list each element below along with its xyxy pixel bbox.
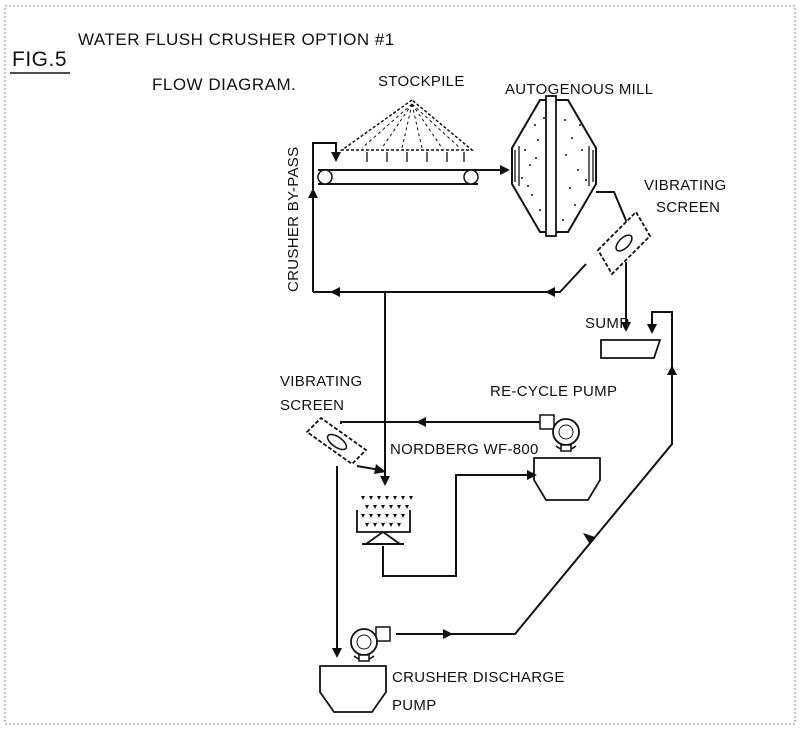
vibrating-screen-left-label-2: SCREEN — [280, 397, 344, 414]
recycle-pump-inlet — [539, 414, 555, 430]
recycle-line — [340, 417, 540, 474]
crusher-discharge-pump-label-1: CRUSHER DISCHARGE — [392, 669, 565, 686]
discharge-pump-casing — [350, 628, 378, 656]
figure-title: WATER FLUSH CRUSHER OPTION #1 — [78, 30, 395, 49]
autogenous-mill: AUTOGENOUS MILL — [505, 81, 653, 237]
figure-subtitle: FLOW DIAGRAM. — [152, 75, 296, 94]
nordberg-crusher: NORDBERG WF-800 — [356, 441, 539, 545]
recycle-pump-label: RE-CYCLE PUMP — [490, 383, 617, 400]
crusher-product-line — [382, 470, 537, 577]
stockpile-label: STOCKPILE — [378, 73, 465, 90]
recycle-tank-body — [533, 457, 601, 501]
vibrating-screen-top-label-1: VIBRATING — [644, 177, 726, 194]
recycle-pump: RE-CYCLE PUMP — [490, 383, 617, 452]
crusher-discharge-pump: CRUSHER DISCHARGE PUMP — [319, 626, 565, 714]
sump: SUMP — [585, 315, 662, 359]
crusher-discharge-pump-label-2: PUMP — [392, 697, 437, 714]
conveyor-pulley-left — [317, 169, 333, 185]
crusher-discharge-return-line — [396, 311, 677, 639]
stockpile-hatching — [361, 103, 461, 149]
recycle-pump-icon — [558, 424, 574, 440]
stockpile-feeders — [366, 152, 465, 162]
mill-to-screen-line — [596, 191, 631, 231]
conveyor-pulley-right — [463, 169, 479, 185]
autogenous-mill-label: AUTOGENOUS MILL — [505, 81, 653, 98]
crusher-bypass-line: CRUSHER BY-PASS — [285, 142, 341, 292]
stockpile-cone — [339, 99, 475, 151]
recycle-tank — [533, 457, 601, 501]
discharge-pump-outlet — [375, 626, 391, 642]
conveyor-belt — [317, 165, 510, 185]
discharge-pump-stand — [358, 654, 370, 662]
figure-number: FIG.5 — [12, 48, 67, 71]
sump-tank — [600, 339, 662, 359]
page-frame — [4, 5, 796, 725]
nordberg-cone — [363, 530, 403, 545]
recycle-pump-casing — [552, 418, 580, 446]
crusher-feed-line — [380, 292, 390, 486]
stockpile: STOCKPILE — [339, 73, 475, 162]
crusher-bypass-label: CRUSHER BY-PASS — [285, 147, 302, 292]
discharge-pump-icon — [356, 634, 372, 650]
mill-ring — [545, 95, 557, 237]
nordberg-bowl — [356, 510, 411, 533]
vibrating-screen-top-label-2: SCREEN — [656, 199, 720, 216]
nordberg-feed-dots — [361, 496, 413, 527]
vibrating-screen-left: VIBRATING SCREEN — [280, 373, 368, 466]
screen-to-sump-line — [621, 262, 631, 332]
mill-liners — [514, 146, 594, 186]
mill-dots — [521, 117, 587, 221]
recycle-pump-stand — [560, 444, 572, 452]
screen-to-discharge-pump-line — [332, 466, 342, 658]
vibrating-screen-left-motor — [326, 433, 348, 451]
oversize-return-line — [313, 263, 587, 297]
sump-label: SUMP — [585, 315, 630, 332]
vibrating-screen-left-label-1: VIBRATING — [280, 373, 362, 390]
discharge-tank-body — [319, 665, 387, 713]
nordberg-label: NORDBERG WF-800 — [390, 441, 539, 458]
vibrating-screen-top: VIBRATING SCREEN — [596, 177, 726, 276]
vibrating-screen-top-motor — [615, 234, 633, 252]
